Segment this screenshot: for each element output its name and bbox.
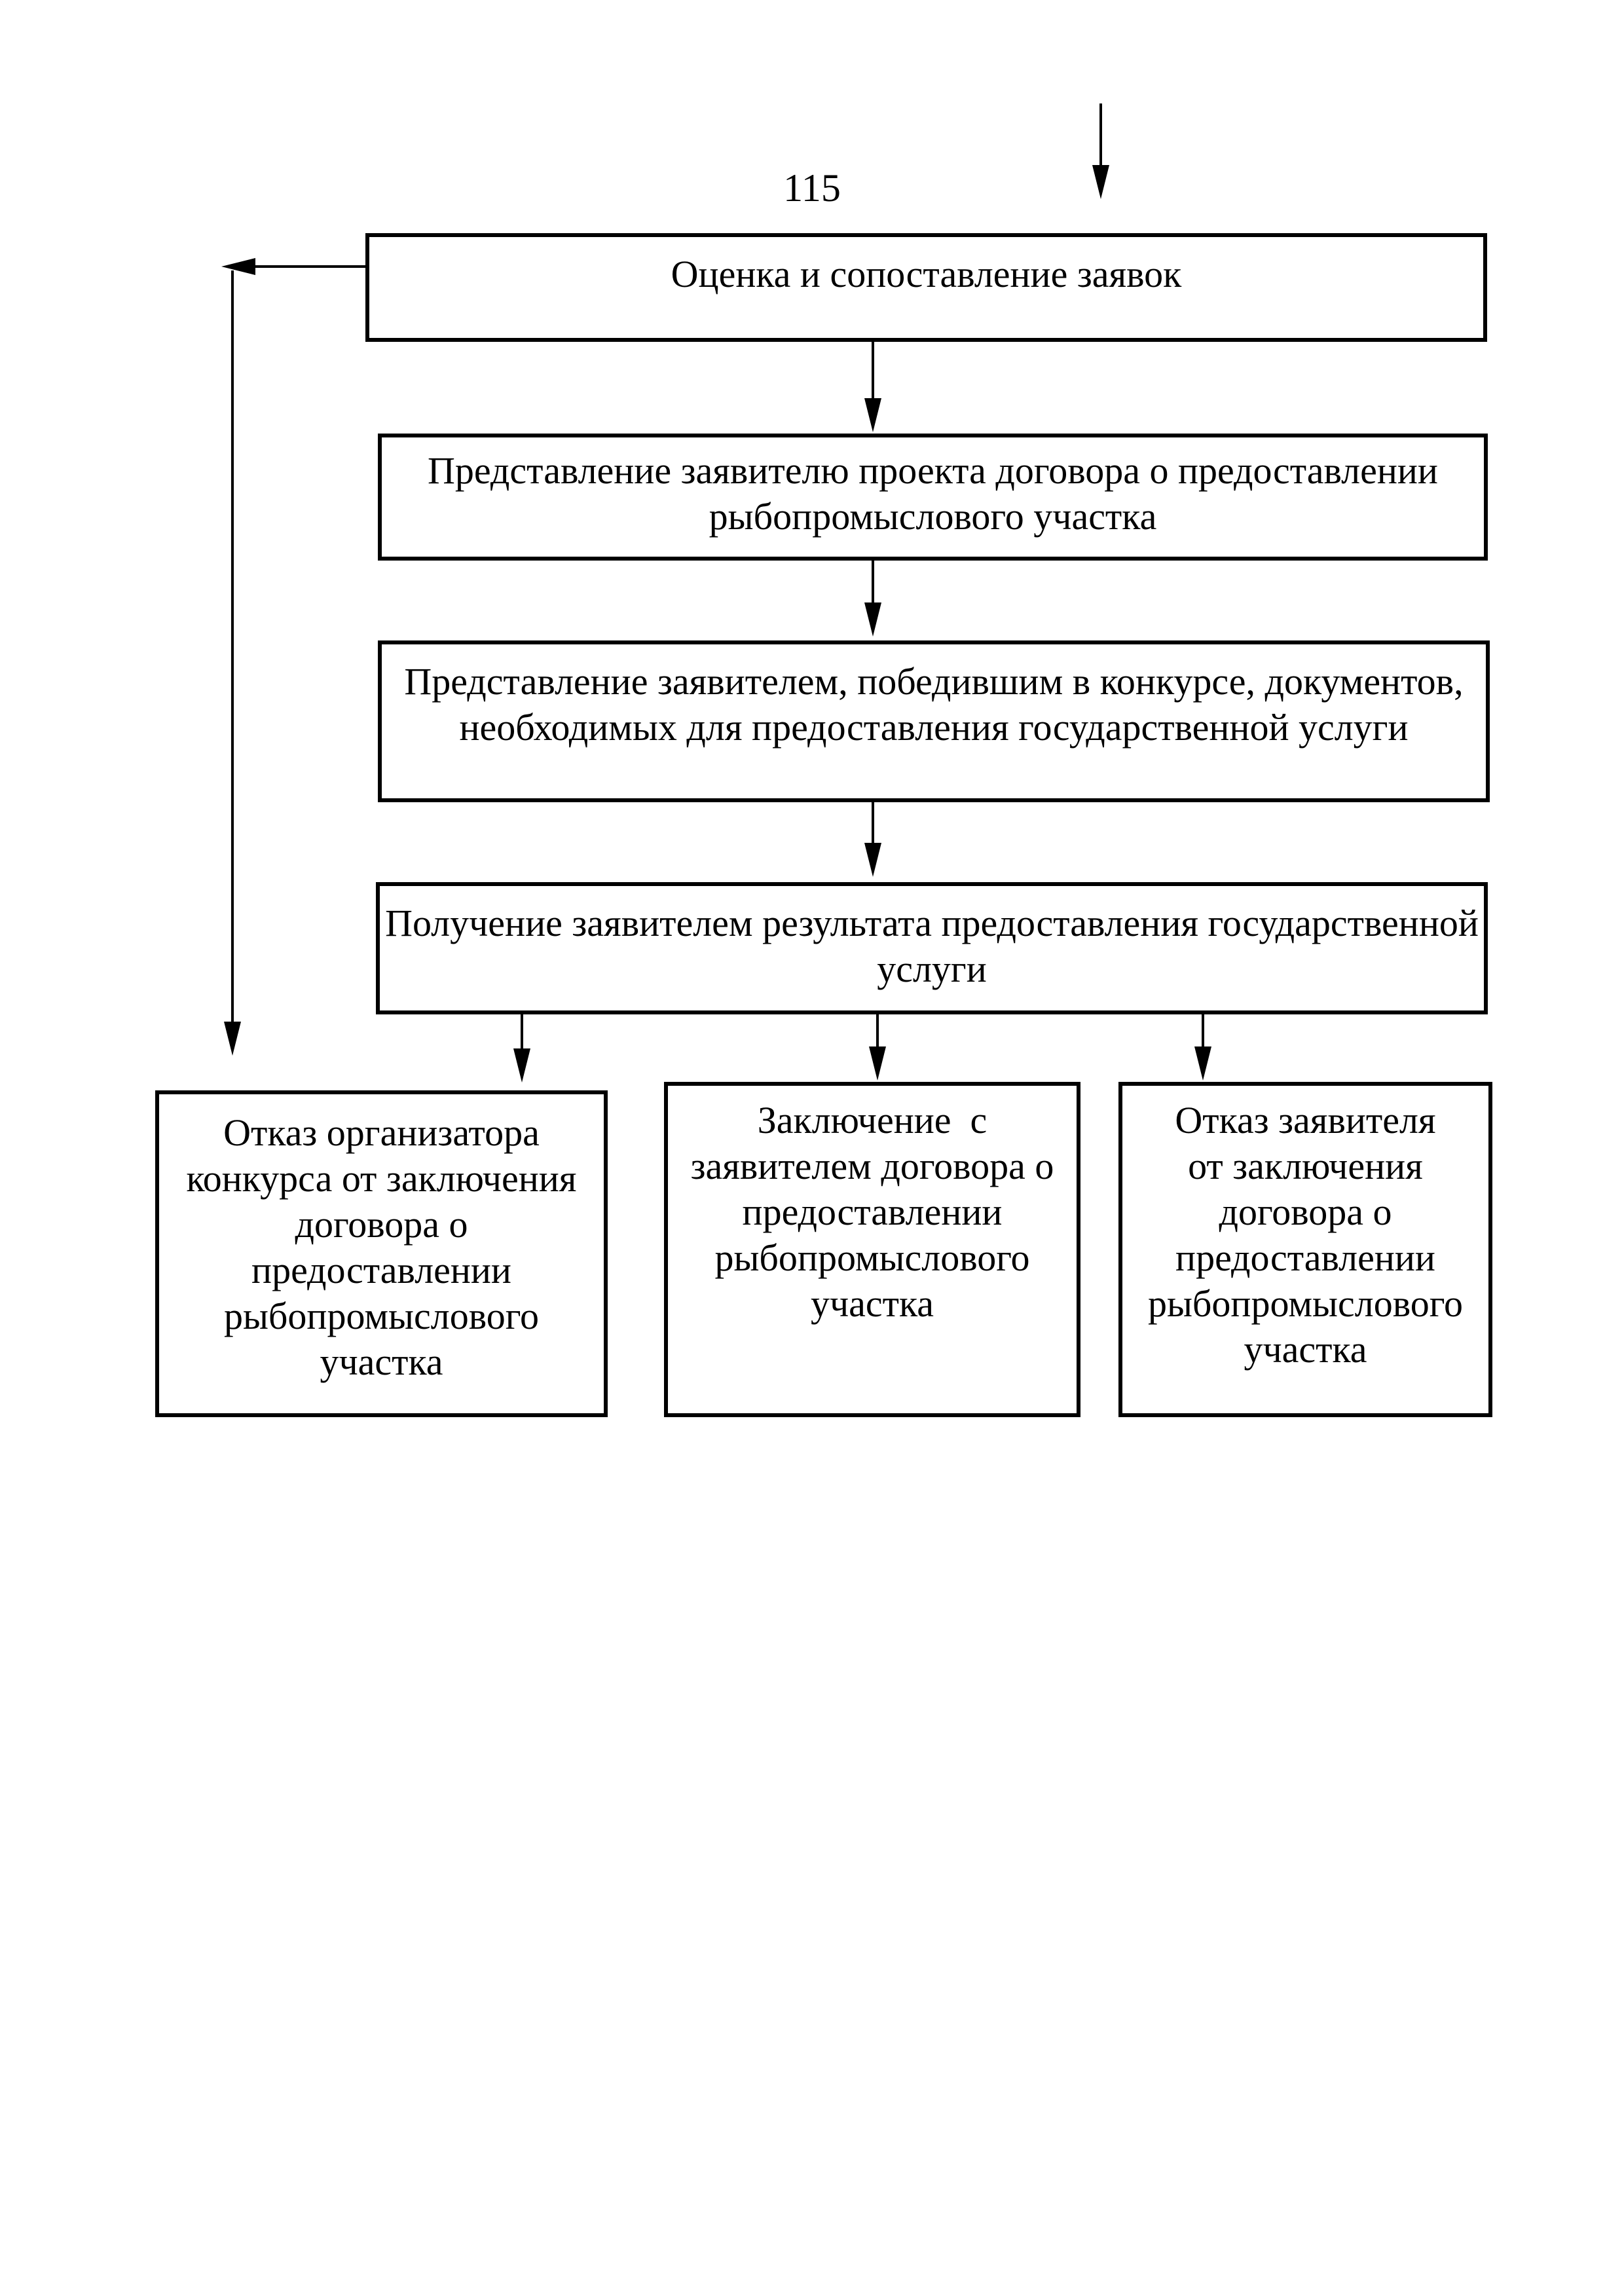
- outcome-applicant-refusal-line2: от заключения: [1188, 1145, 1423, 1187]
- outcome-contract-conclusion-line3: предоставлении: [742, 1191, 1003, 1233]
- flow-step-evaluation-text: Оценка и сопоставление заявок: [671, 253, 1182, 295]
- flow-step-evaluation: Оценка и сопоставление заявок: [365, 233, 1487, 342]
- outcome-applicant-refusal-line3: договора о: [1219, 1191, 1392, 1233]
- connector-step2-step3-head: [864, 602, 881, 637]
- flow-step-winner-documents: Представление заявителем, победившим в к…: [378, 640, 1490, 802]
- connector-result-contract-conclusion-line: [876, 1014, 879, 1050]
- outcome-applicant-refusal-line4: предоставлении: [1175, 1236, 1435, 1279]
- page-number: 115: [783, 166, 841, 210]
- outcome-organizer-refusal-line4: предоставлении: [251, 1249, 511, 1291]
- outcome-applicant-refusal-line1: Отказ заявителя: [1175, 1099, 1436, 1141]
- outcome-organizer-refusal-line6: участка: [320, 1341, 443, 1383]
- outcome-applicant-refusal: Отказ заявителя от заключения договора о…: [1118, 1082, 1492, 1417]
- feedback-arrow-left-head: [221, 258, 255, 275]
- outcome-contract-conclusion-line5: участка: [810, 1282, 934, 1325]
- flow-step-winner-documents-text-line1: Представление заявителем, победившим в к…: [404, 660, 1464, 703]
- connector-step1-step2-head: [864, 398, 881, 432]
- connector-step1-step2-line: [872, 342, 874, 402]
- connector-result-contract-conclusion-head: [869, 1046, 886, 1081]
- feedback-arrow-horizontal-line: [250, 265, 365, 268]
- outcome-contract-conclusion: Заключение с заявителем договора о предо…: [664, 1082, 1080, 1417]
- outcome-contract-conclusion-line4: рыбопромыслового: [714, 1236, 1030, 1279]
- feedback-arrow-vertical-line: [231, 270, 234, 1024]
- flow-step-result-text-line1: Получение заявителем результата предоста…: [385, 902, 1479, 944]
- outcome-contract-conclusion-line2: заявителем договора о: [690, 1145, 1054, 1187]
- outcome-organizer-refusal-line3: договора о: [295, 1203, 468, 1246]
- connector-step2-step3-line: [872, 561, 874, 602]
- outcome-organizer-refusal-line2: конкурса от заключения: [186, 1157, 577, 1200]
- outcome-organizer-refusal: Отказ организатора конкурса от заключени…: [155, 1090, 608, 1417]
- feedback-arrow-down-head: [224, 1022, 241, 1056]
- outcome-applicant-refusal-line5: рыбопромыслового: [1147, 1282, 1464, 1325]
- connector-result-organizer-refusal-head: [513, 1048, 530, 1083]
- outcome-applicant-refusal-line6: участка: [1244, 1328, 1367, 1371]
- outcome-organizer-refusal-line5: рыбопромыслового: [223, 1295, 540, 1337]
- flow-step-draft-contract-text-line2: рыбопромыслового участка: [709, 495, 1157, 538]
- connector-result-applicant-refusal-head: [1194, 1046, 1211, 1081]
- flow-step-draft-contract: Представление заявителю проекта договора…: [378, 434, 1488, 561]
- connector-step3-step4-head: [864, 843, 881, 877]
- incoming-arrow-line: [1099, 103, 1102, 168]
- flow-step-result: Получение заявителем результата предоста…: [376, 882, 1488, 1014]
- connector-result-organizer-refusal-line: [521, 1014, 523, 1050]
- flow-step-winner-documents-text-line2: необходимых для предоставления государст…: [459, 706, 1409, 749]
- incoming-arrow-head: [1092, 165, 1109, 199]
- outcome-organizer-refusal-line1: Отказ организатора: [223, 1111, 540, 1154]
- outcome-contract-conclusion-line1: Заключение с: [757, 1099, 987, 1141]
- flow-step-draft-contract-text-line1: Представление заявителю проекта договора…: [428, 449, 1438, 492]
- flow-step-result-text-line2: услуги: [877, 948, 987, 990]
- connector-result-applicant-refusal-line: [1202, 1014, 1204, 1050]
- connector-step3-step4-line: [872, 802, 874, 844]
